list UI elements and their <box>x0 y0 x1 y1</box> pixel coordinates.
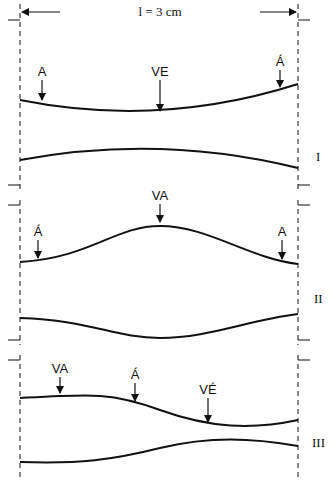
dimension-arrow <box>260 11 296 12</box>
node-label: Á <box>131 368 140 381</box>
node-label: VE <box>151 65 168 78</box>
dimension-label: l = 3 cm <box>135 5 184 18</box>
node-label: A <box>38 65 47 78</box>
node-label: VÉ <box>199 383 216 396</box>
case-number: I <box>316 150 320 163</box>
case-number: III <box>312 436 325 449</box>
node-label: Á <box>34 225 43 238</box>
tube-profile <box>20 84 298 462</box>
node-label: VA <box>152 189 168 202</box>
pointer-arrow <box>38 70 282 422</box>
node-label: A <box>278 225 287 238</box>
case-number: II <box>314 292 323 305</box>
tube-ends <box>20 4 298 480</box>
node-label: Á <box>276 55 285 68</box>
dimension-arrow <box>22 11 60 12</box>
end-brackets <box>8 20 310 360</box>
node-label: VA <box>52 362 68 375</box>
